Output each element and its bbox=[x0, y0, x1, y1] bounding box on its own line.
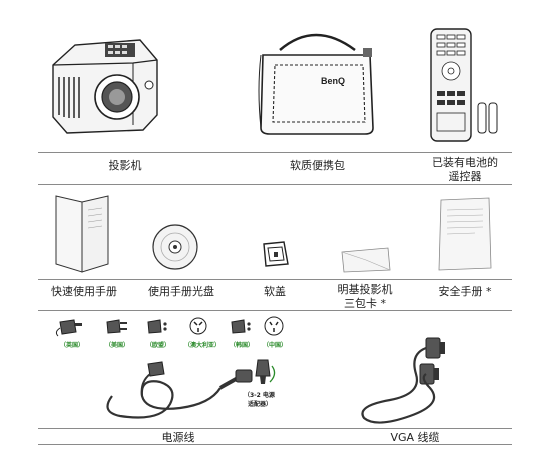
warranty-card-illustration bbox=[341, 247, 391, 273]
lens-cap-illustration bbox=[263, 241, 289, 267]
warranty-card-label-line1: 明基投影机 bbox=[337, 283, 393, 296]
quick-start-guide-illustration bbox=[55, 195, 109, 273]
soft-carry-case-label: 软质便携包 bbox=[290, 159, 345, 172]
plug-kr-label: （韩国） bbox=[229, 342, 255, 349]
vga-cable-label: VGA 线缆 bbox=[390, 431, 440, 444]
row2-bottom-separator bbox=[38, 310, 512, 311]
row3-top-separator bbox=[38, 428, 512, 429]
power-cord-illustration bbox=[106, 361, 253, 419]
row3-bottom-separator bbox=[38, 444, 512, 445]
soft-carry-case-illustration: BenQ bbox=[258, 33, 374, 135]
plug-kr-icon bbox=[231, 319, 251, 334]
remote-label-line1: 已装有电池的 bbox=[432, 156, 498, 169]
row1-bottom-separator bbox=[38, 184, 512, 185]
row2-top-separator bbox=[38, 279, 512, 280]
manual-cd-label: 使用手册光盘 bbox=[148, 285, 214, 298]
safety-manual-illustration bbox=[438, 197, 492, 271]
lens-cap-label: 软盖 bbox=[264, 285, 286, 298]
power-adapter-label-line2: 适配器） bbox=[248, 401, 273, 408]
plug-uk-label: （英国） bbox=[59, 342, 85, 349]
quick-start-guide-label: 快速使用手册 bbox=[51, 285, 117, 298]
safety-manual-label: 安全手册 * bbox=[438, 285, 492, 298]
remote-label-line2: 遥控器 bbox=[448, 170, 482, 183]
remote-control-illustration bbox=[430, 28, 498, 142]
power-cord-label: 电源线 bbox=[161, 431, 195, 444]
plug-us-label: （美国） bbox=[104, 342, 130, 349]
plug-eu-icon bbox=[147, 319, 167, 334]
plug-eu-label: （欧盟） bbox=[145, 342, 171, 349]
plug-cn-label: （中国） bbox=[262, 342, 288, 349]
plug-au-icon bbox=[189, 317, 207, 335]
plug-us-icon bbox=[106, 319, 127, 334]
projector-label: 投影机 bbox=[108, 159, 142, 172]
row1-top-separator bbox=[38, 152, 512, 153]
projector-illustration bbox=[52, 39, 158, 134]
plug-uk-icon bbox=[55, 319, 82, 337]
manual-cd-illustration bbox=[152, 224, 198, 270]
power-adapter-illustration bbox=[255, 359, 276, 384]
plug-au-label: （澳大利亚） bbox=[183, 342, 221, 349]
warranty-card-label-line2: 三包卡 * bbox=[344, 297, 386, 310]
power-adapter-label-line1: （3-2 电源 bbox=[244, 392, 275, 399]
bag-brand-logo: BenQ bbox=[321, 76, 345, 86]
vga-cable-illustration bbox=[361, 337, 445, 424]
plug-cn-icon bbox=[264, 316, 284, 336]
